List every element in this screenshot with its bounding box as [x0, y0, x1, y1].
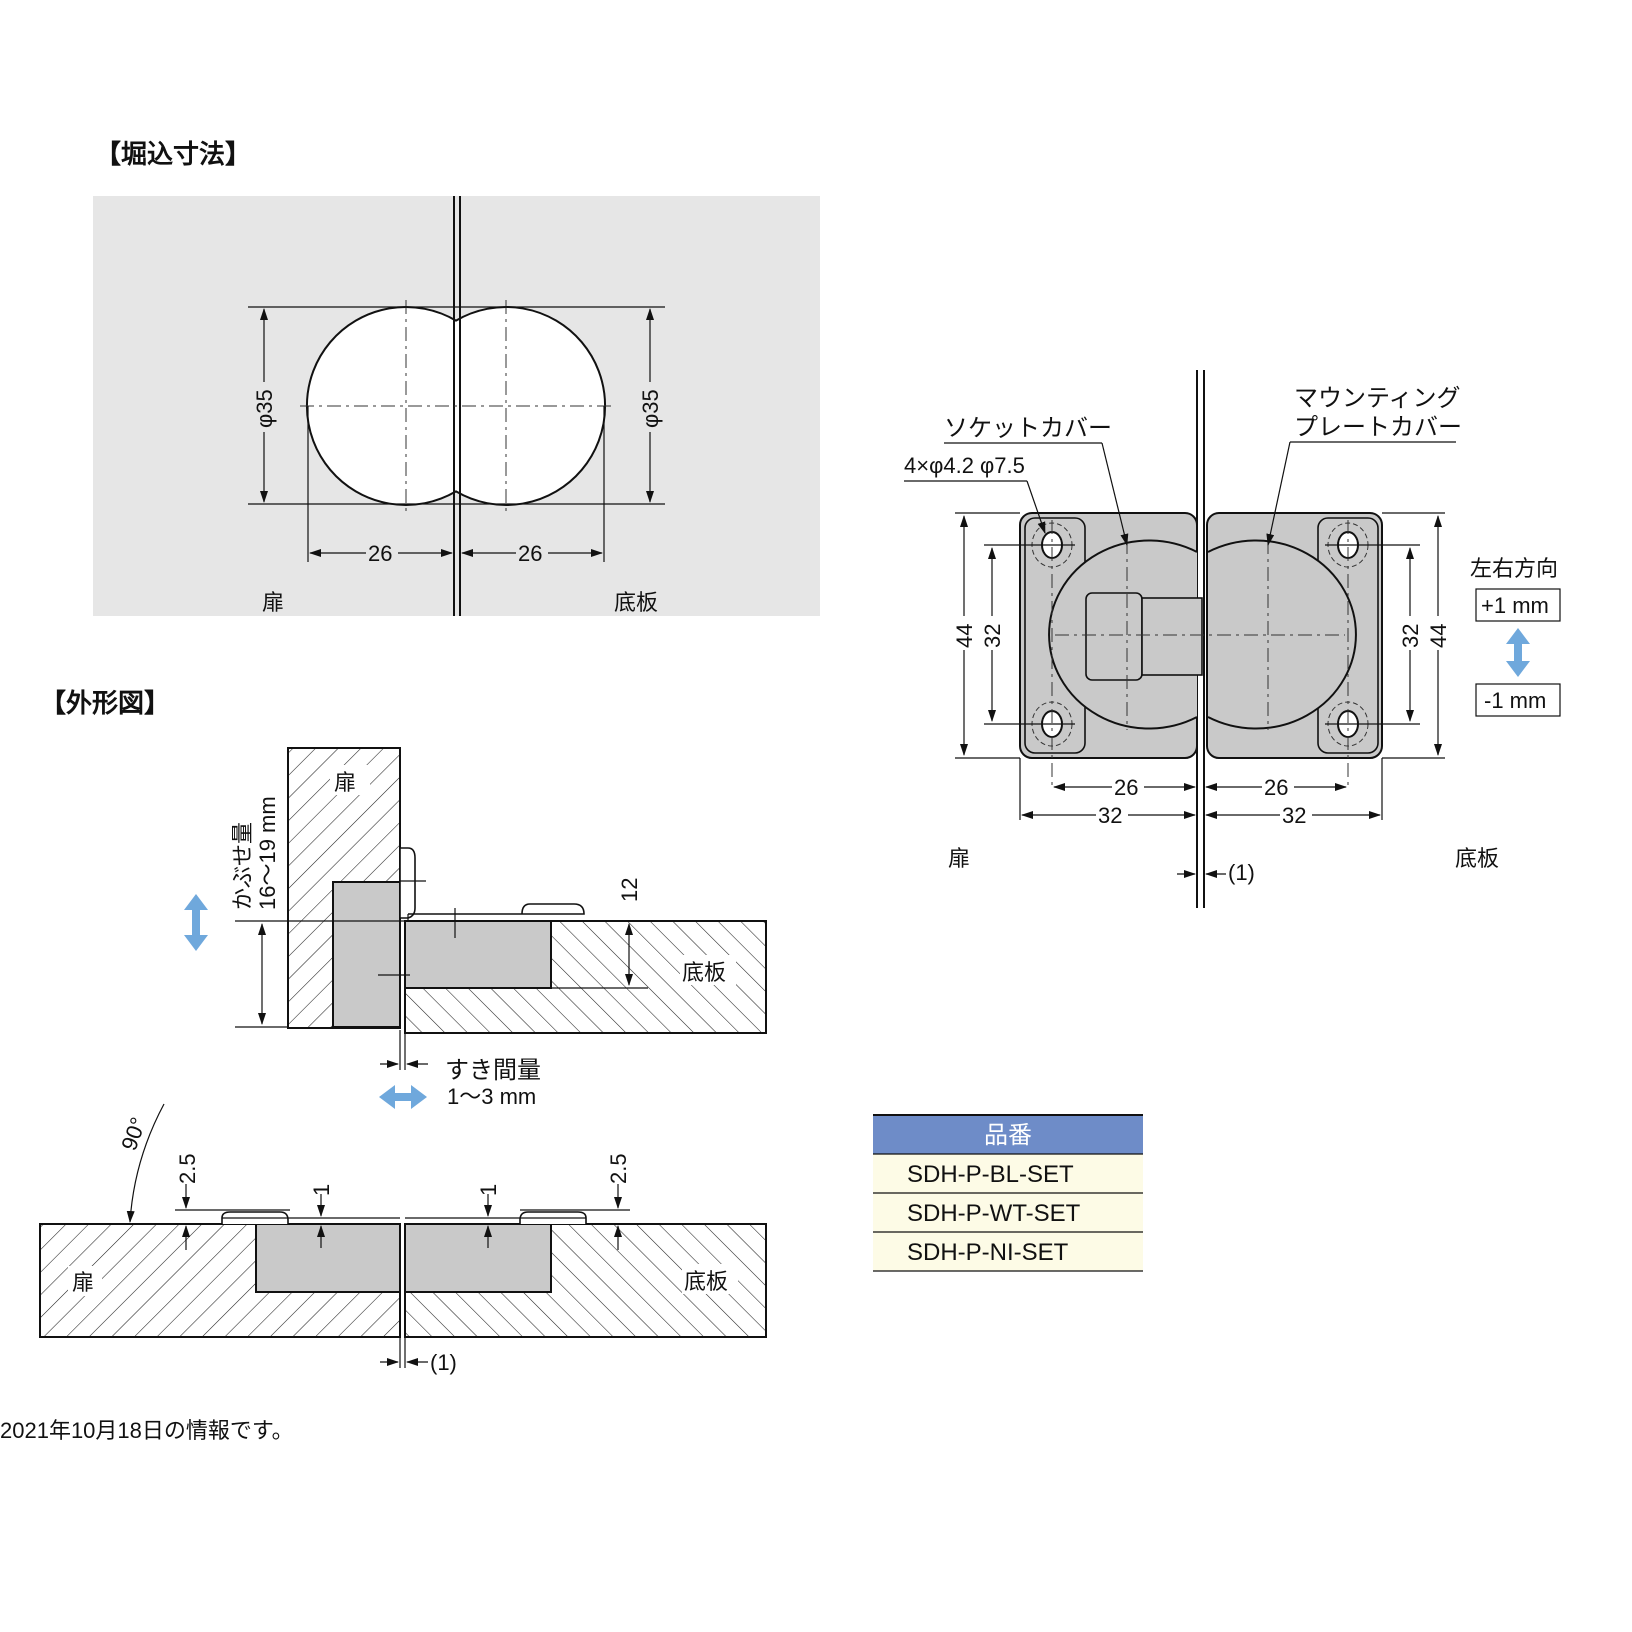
outline-section-title: 【外形図】: [40, 688, 170, 718]
dim-26-left: 26: [368, 541, 392, 566]
gap-range: 1〜3 mm: [447, 1084, 536, 1109]
top-door-label: 扉: [948, 846, 970, 871]
footer-note: 2021年10月18日の情報です。: [0, 1418, 294, 1443]
part-number-table: 品番 SDH-P-BL-SET SDH-P-WT-SET SDH-P-NI-SE…: [873, 1114, 1143, 1272]
label-door: 扉: [262, 590, 284, 615]
dia-left-label: φ35: [252, 389, 277, 428]
dim-32-bottom-left: 32: [1098, 803, 1122, 828]
dim-2-5-right: 2.5: [606, 1153, 631, 1184]
open-door-label: 扉: [72, 1270, 94, 1295]
recess-drawing: φ35 φ35 26 26 扉 底板: [93, 196, 820, 616]
open-gap: (1): [430, 1350, 457, 1375]
dia-right-label: φ35: [638, 389, 663, 428]
dim-32-bottom-right: 32: [1282, 803, 1306, 828]
dim-44-left: 44: [952, 624, 977, 648]
adjust-plus: +1 mm: [1481, 593, 1549, 618]
table-row: SDH-P-NI-SET: [907, 1239, 1069, 1266]
dim-2-5-left: 2.5: [175, 1153, 200, 1184]
dim-32-left: 32: [980, 624, 1005, 648]
label-base: 底板: [614, 590, 658, 615]
overlay-range: 16〜19 mm: [255, 796, 280, 910]
table-header: [873, 1115, 1143, 1154]
mounting-cover-line2: プレートカバー: [1294, 414, 1462, 441]
hole-spec: 4×φ4.2 φ7.5: [904, 453, 1025, 478]
lateral-adjust-arrow-icon: [1506, 628, 1530, 677]
mounting-plate: [404, 920, 552, 989]
dim-26-right: 26: [518, 541, 542, 566]
top-base-label: 底板: [1455, 846, 1499, 871]
table-header-label: 品番: [984, 1122, 1032, 1149]
horizontal-adjust-arrow-icon: [379, 1085, 427, 1109]
adjust-minus-box: [1475, 683, 1561, 717]
socket-cover-label: ソケットカバー: [944, 415, 1112, 442]
top-view-drawing: 44 32 32 44 26 26 32 32 扉 底板 (1) ソケットカバー…: [904, 370, 1561, 908]
side-door-label: 扉: [334, 770, 356, 795]
dim-1-left: 1: [309, 1184, 334, 1196]
lateral-adjust-label: 左右方向: [1470, 556, 1558, 581]
overlay-label: かぶせ量: [230, 822, 255, 910]
dim-26-bottom-left: 26: [1114, 775, 1138, 800]
open-base-label: 底板: [684, 1269, 728, 1294]
top-gap: (1): [1228, 860, 1255, 885]
side-base-label: 底板: [682, 960, 726, 985]
dim-12: 12: [617, 878, 642, 902]
mounting-cover-line1: マウンティング: [1294, 385, 1461, 412]
vertical-adjust-arrow-icon: [184, 894, 208, 951]
dim-32-right: 32: [1398, 624, 1423, 648]
dim-44-right: 44: [1426, 624, 1451, 648]
dim-26-bottom-right: 26: [1264, 775, 1288, 800]
side-view-drawing: 扉 底板 12 かぶせ量 16〜19 mm すき間量 1〜3 mm: [184, 747, 767, 1109]
table-row: SDH-P-WT-SET: [907, 1200, 1081, 1227]
angle-90: 90°: [116, 1114, 151, 1154]
adjust-minus: -1 mm: [1484, 688, 1546, 713]
dim-1-right: 1: [476, 1184, 501, 1196]
open-view-drawing: 扉 底板 2.5 2.5 1 1 90° (1): [39, 1103, 767, 1375]
hinge-cup: [332, 881, 401, 1028]
recess-section-title: 【堀込寸法】: [95, 139, 251, 169]
table-row: SDH-P-BL-SET: [907, 1161, 1074, 1188]
adjust-plus-box: [1475, 588, 1561, 622]
gap-label: すき間量: [445, 1057, 541, 1084]
